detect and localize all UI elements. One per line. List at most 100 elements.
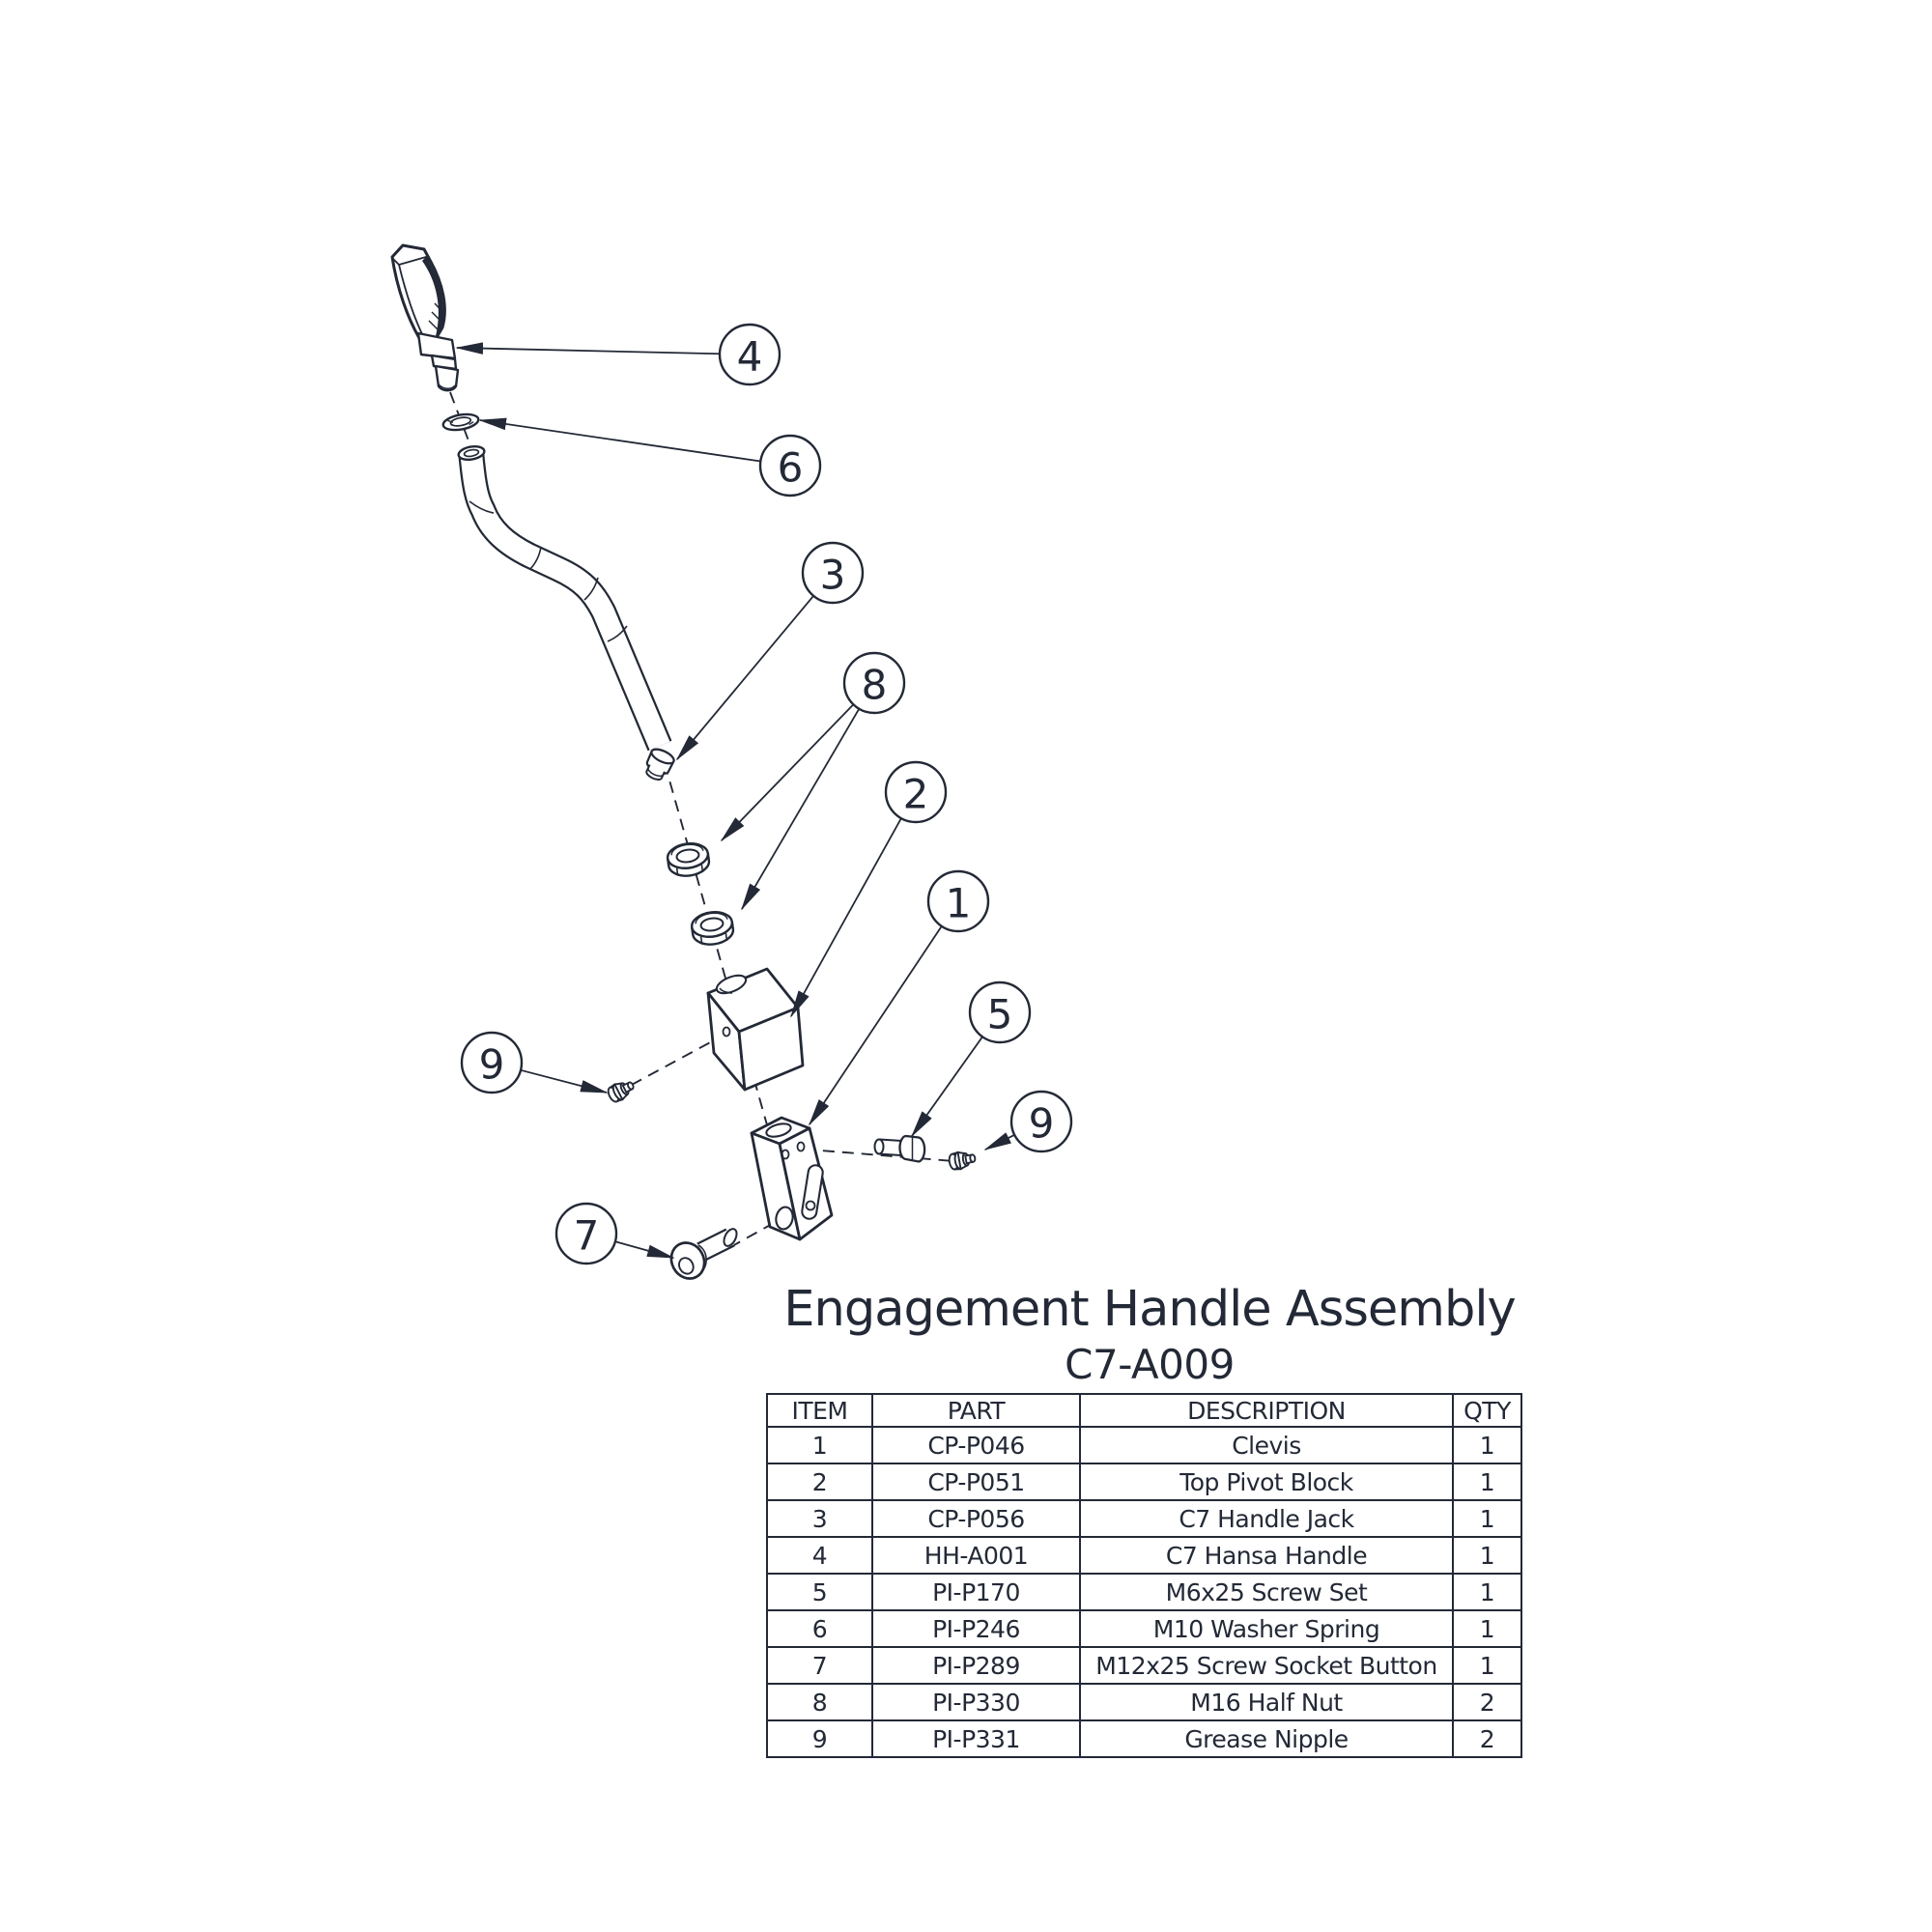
socket-button-screw: [669, 1228, 738, 1280]
clevis-bottom-hole: [775, 1206, 794, 1231]
set-screw: [873, 1134, 926, 1163]
table-cell: C7 Handle Jack: [1079, 1499, 1454, 1538]
handle-jack-rod: [457, 444, 675, 781]
table-cell: PI-P330: [871, 1683, 1081, 1721]
grease-nipple-left: [607, 1081, 635, 1103]
table-cell: Grease Nipple: [1079, 1719, 1454, 1758]
table-cell: 4: [766, 1536, 873, 1575]
callout-balloon-6: [758, 434, 822, 497]
clevis-pin-hole-left: [781, 1149, 790, 1160]
centerlines: [449, 391, 955, 1247]
table-cell: 1: [1452, 1646, 1522, 1685]
button-head: [669, 1241, 706, 1280]
callout-balloon-3: [801, 541, 865, 605]
clevis-slot: [801, 1164, 824, 1220]
callout-balloon-7: [554, 1202, 618, 1265]
table-cell: 5: [766, 1573, 873, 1611]
table-cell: 8: [766, 1683, 873, 1721]
leader-line-5: [910, 1036, 983, 1138]
table-cell: 2: [1452, 1719, 1522, 1758]
callout-balloon-9: [1009, 1090, 1073, 1153]
callout-number-5: 5: [987, 991, 1013, 1038]
clevis-slot-hole: [805, 1200, 816, 1211]
top-pivot-block: [706, 967, 805, 1092]
callout-balloon-9: [460, 1031, 524, 1094]
callout-balloon-2: [884, 760, 948, 824]
table-cell: 6: [766, 1609, 873, 1648]
table-cell: 1: [1452, 1499, 1522, 1538]
rod-section-lines: [469, 500, 628, 642]
drawing-number: C7-A009: [1065, 1341, 1235, 1388]
callout-balloon-1: [926, 869, 990, 933]
clevis-top-hole: [765, 1122, 792, 1138]
callout-number-2: 2: [903, 771, 929, 818]
table-cell: PI-P170: [871, 1573, 1081, 1611]
leader-line-2: [790, 817, 902, 1018]
grip-stem: [434, 364, 460, 392]
table-cell: 1: [766, 1426, 873, 1464]
table-cell: M16 Half Nut: [1079, 1683, 1454, 1721]
callout-balloon-4: [718, 323, 781, 386]
leader-line-1: [809, 925, 943, 1126]
callout-number-9: 9: [1029, 1100, 1055, 1148]
table-header-cell: PART: [871, 1393, 1081, 1428]
table-cell: 1: [1452, 1573, 1522, 1611]
rod-threaded-tip: [645, 748, 675, 781]
table-header-cell: DESCRIPTION: [1079, 1393, 1454, 1428]
hansa-handle-grip: [390, 243, 460, 392]
grip-dark-inlay: [422, 257, 444, 336]
rod-body: [460, 454, 670, 751]
table-cell: HH-A001: [871, 1536, 1081, 1575]
callout-number-7: 7: [574, 1212, 600, 1260]
table-cell: PI-P289: [871, 1646, 1081, 1685]
callout-balloon-5: [968, 980, 1032, 1044]
table-cell: M10 Washer Spring: [1079, 1609, 1454, 1648]
block-side-hole: [722, 1026, 731, 1037]
table-cell: Clevis: [1079, 1426, 1454, 1464]
axis-buttonscrew: [731, 1222, 775, 1247]
table-cell: 3: [766, 1499, 873, 1538]
table-cell: 1: [1452, 1426, 1522, 1464]
clevis-pin-hole-right: [796, 1141, 806, 1152]
table-cell: M6x25 Screw Set: [1079, 1573, 1454, 1611]
callout-number-8: 8: [862, 662, 888, 709]
spring-washer: [441, 412, 480, 432]
table-cell: 1: [1452, 1609, 1522, 1648]
leader-line-9: [983, 1132, 1015, 1151]
callout-number-9: 9: [479, 1041, 505, 1089]
table-cell: 1: [1452, 1536, 1522, 1575]
callout-number-3: 3: [820, 552, 846, 599]
leader-line-9: [520, 1068, 609, 1094]
half-nut-upper: [666, 842, 711, 877]
table-cell: PI-P331: [871, 1719, 1081, 1758]
leader-line-8: [741, 708, 861, 911]
leader-line-6: [478, 417, 761, 463]
table-cell: 9: [766, 1719, 873, 1758]
grip-collar: [416, 331, 457, 360]
table-cell: 1: [1452, 1463, 1522, 1501]
leader-line-7: [614, 1240, 675, 1259]
rod-top-end: [457, 444, 486, 462]
grease-nipple-right: [948, 1151, 977, 1171]
table-cell: CP-P056: [871, 1499, 1081, 1538]
leader-line-3: [675, 595, 814, 761]
half-nut-lower: [690, 911, 735, 946]
callout-balloon-8: [842, 651, 906, 715]
block-top-hole: [715, 974, 748, 995]
table-cell: 2: [766, 1463, 873, 1501]
callout-number-4: 4: [737, 333, 763, 381]
table-cell: PI-P246: [871, 1609, 1081, 1648]
leader-line-8: [720, 703, 855, 842]
